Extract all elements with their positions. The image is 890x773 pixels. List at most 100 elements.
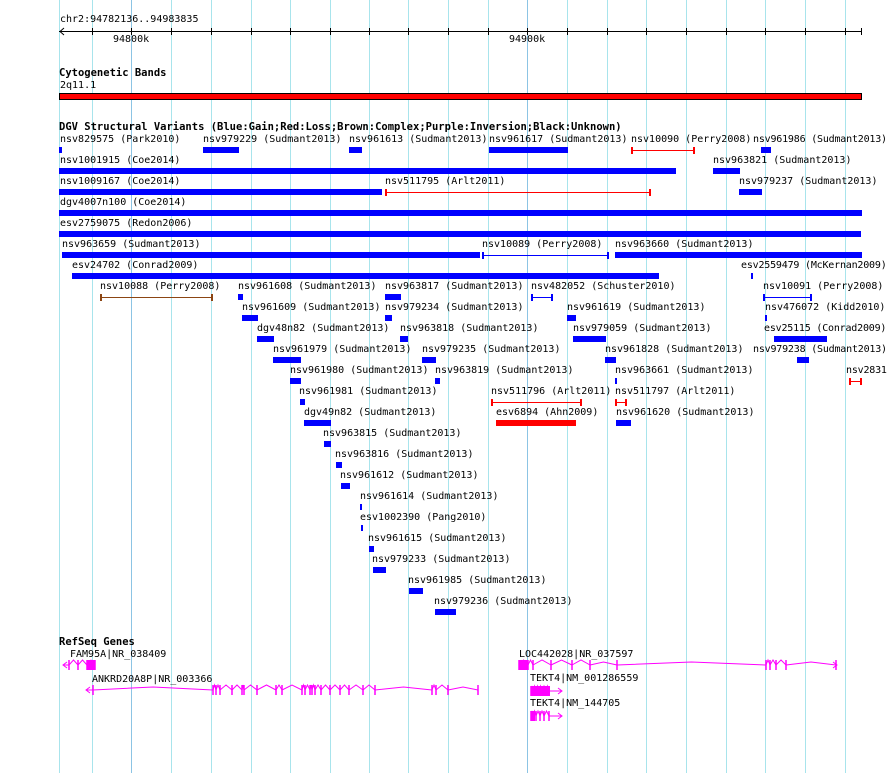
sv-bar[interactable] [400,336,408,342]
sv-bar[interactable] [615,252,862,258]
sv-bar[interactable] [360,504,362,510]
sv-bar[interactable] [616,420,631,426]
sv-bar[interactable] [751,273,753,279]
sv-label: nsv10089 (Perry2008) [482,239,603,250]
sv-label: nsv963816 (Sudmant2013) [335,449,474,460]
sv-bar[interactable] [739,189,762,195]
sv-bar[interactable] [615,378,617,384]
sv-label: nsv979229 (Sudmant2013) [203,134,342,145]
grid-line [330,0,331,773]
sv-label: esv25115 (Conrad2009) [764,323,887,334]
sv-end-cap [860,378,862,385]
sv-bar[interactable] [435,378,440,384]
sv-end-cap [625,399,627,406]
sv-bar[interactable] [59,231,861,237]
sv-span[interactable] [531,297,553,298]
sv-bar[interactable] [489,147,568,153]
sv-span[interactable] [385,192,651,193]
grid-line [59,0,60,773]
grid-line [131,0,132,773]
sv-bar[interactable] [59,189,382,195]
sv-bar[interactable] [290,378,301,384]
sv-bar[interactable] [496,420,576,426]
sv-label: nsv979238 (Sudmant2013) [753,344,887,355]
sv-end-cap [631,147,633,154]
sv-bar[interactable] [300,399,305,405]
sv-bar[interactable] [361,525,363,531]
track-title: Cytogenetic Bands [59,67,167,79]
track-title: DGV Structural Variants (Blue:Gain;Red:L… [59,121,622,133]
sv-bar[interactable] [203,147,239,153]
gene-label: LOC442028|NR_037597 [519,649,634,660]
sv-bar[interactable] [385,315,392,321]
gene-label: FAM95A|NR_038409 [70,649,167,660]
sv-bar[interactable] [238,294,243,300]
sv-bar[interactable] [341,483,350,489]
sv-label: nsv963815 (Sudmant2013) [323,428,462,439]
gene-label: ANKRD20A8P|NR_003366 [92,674,213,685]
intron-line [92,683,479,691]
grid-line [369,0,370,773]
sv-label: nsv961615 (Sudmant2013) [368,533,507,544]
sv-label: dgv4007n100 (Coe2014) [60,197,187,208]
exon-block [519,660,528,670]
sv-bar[interactable] [59,168,676,174]
sv-bar[interactable] [774,336,827,342]
sv-span[interactable] [631,150,695,151]
sv-bar[interactable] [72,273,659,279]
sv-label: nsv963821 (Sudmant2013) [713,155,852,166]
sv-end-cap [649,189,651,196]
sv-bar[interactable] [59,147,62,153]
sv-span[interactable] [491,402,582,403]
sv-bar[interactable] [369,546,374,552]
sv-label: esv2559479 (McKernan2009) [741,260,887,271]
sv-bar[interactable] [605,357,616,363]
exon-block [87,660,95,670]
sv-bar[interactable] [573,336,606,342]
sv-bar[interactable] [713,168,740,174]
grid-line [805,0,806,773]
sv-bar[interactable] [385,294,401,300]
sv-end-cap [551,294,553,301]
sv-bar[interactable] [765,315,767,321]
sv-label: nsv979235 (Sudmant2013) [422,344,561,355]
sv-end-cap [580,399,582,406]
sv-label: dgv48n82 (Sudmant2013) [257,323,390,334]
sv-bar[interactable] [761,147,771,153]
sv-span[interactable] [849,381,862,382]
sv-end-cap [491,399,493,406]
sv-bar[interactable] [336,462,342,468]
sv-bar[interactable] [567,315,576,321]
sv-bar[interactable] [797,357,809,363]
sv-bar[interactable] [324,441,331,447]
sv-span[interactable] [100,297,213,298]
sv-span[interactable] [615,402,627,403]
sv-bar[interactable] [435,609,456,615]
sv-bar[interactable] [304,420,331,426]
grid-line [408,0,409,773]
sv-bar[interactable] [273,357,301,363]
sv-bar[interactable] [62,252,480,258]
sv-bar[interactable] [349,147,362,153]
sv-label: nsv961608 (Sudmant2013) [238,281,377,292]
sv-bar[interactable] [242,315,258,321]
sv-span[interactable] [763,297,812,298]
sv-bar[interactable] [59,210,862,216]
band-bar[interactable] [59,93,862,100]
sv-label: nsv482052 (Schuster2010) [531,281,676,292]
grid-line [607,0,608,773]
grid-line [92,0,93,773]
sv-bar[interactable] [373,567,386,573]
sv-label: nsv961980 (Sudmant2013) [290,365,429,376]
sv-label: nsv961981 (Sudmant2013) [299,386,438,397]
gene-label: TEKT4|NM_001286559 [530,673,639,684]
sv-span[interactable] [482,255,609,256]
sv-end-cap [531,294,533,301]
sv-label: nsv1009167 (Coe2014) [60,176,181,187]
sv-bar[interactable] [257,336,274,342]
sv-label: nsv961619 (Sudmant2013) [567,302,706,313]
sv-label: nsv979233 (Sudmant2013) [372,554,511,565]
sv-bar[interactable] [409,588,423,594]
sv-bar[interactable] [422,357,436,363]
